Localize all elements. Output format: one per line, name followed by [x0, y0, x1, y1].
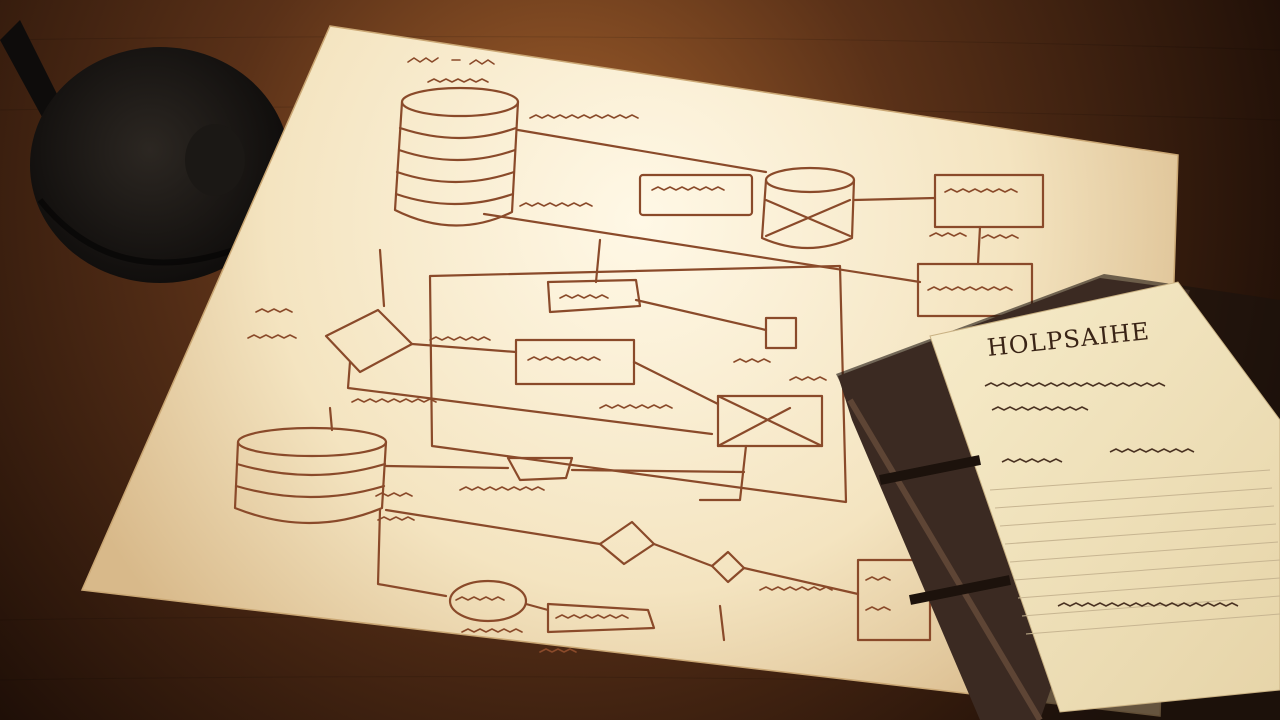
notebook-scribbles	[984, 382, 1239, 607]
cylinder-shape	[760, 166, 856, 250]
small-box	[764, 316, 798, 350]
handwritten-scribbles	[247, 57, 1019, 653]
process-box-2	[916, 262, 1034, 318]
database-shape-top	[393, 86, 520, 227]
process-box-3	[638, 173, 754, 217]
flowchart-drawing	[233, 57, 1045, 653]
process-box-1	[933, 173, 1045, 229]
process-box-6	[716, 394, 824, 448]
terminal-oval	[448, 579, 528, 623]
desk-lamp	[0, 20, 290, 283]
process-box-4	[546, 278, 642, 314]
connector-lines	[328, 128, 982, 642]
process-box-8	[546, 602, 656, 634]
decision-diamond-2	[506, 456, 574, 482]
elastic-band	[879, 455, 1011, 605]
database-shape-bottom	[233, 426, 388, 525]
ruled-lines	[989, 469, 1280, 635]
notebook: HOLPSAIHE	[836, 274, 1280, 720]
group-frame	[428, 264, 848, 504]
